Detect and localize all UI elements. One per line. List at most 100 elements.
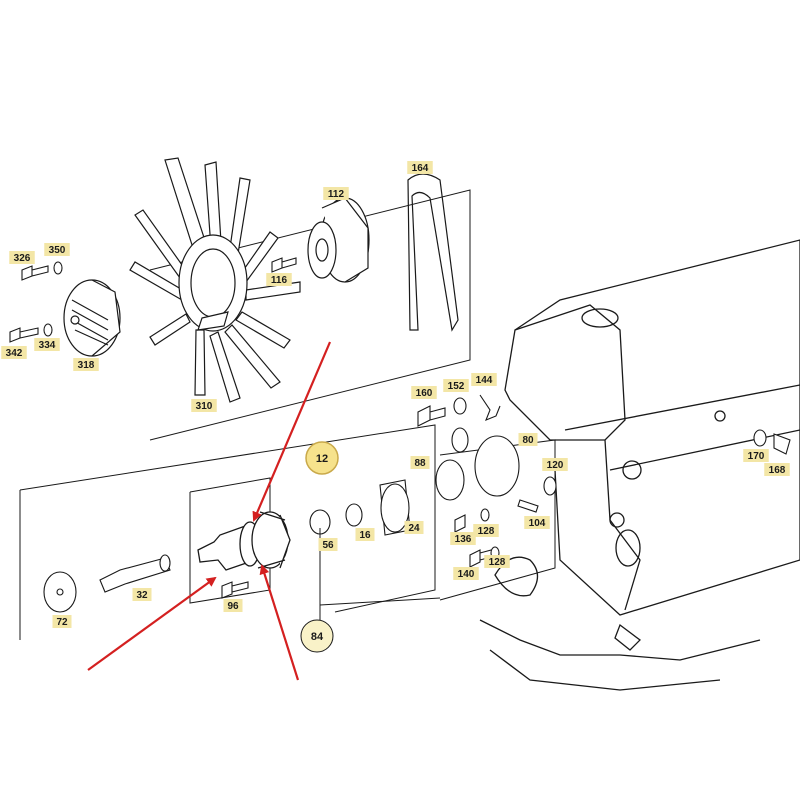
bolt-326 [21,265,49,281]
label-text: 342 [6,348,23,359]
engine-block [479,239,800,691]
bolt-342 [9,327,39,343]
label-box [764,463,790,476]
label-text: 136 [455,534,472,545]
pulley-112 [307,197,370,283]
label-text: 104 [529,518,546,529]
washer-152 [453,397,467,415]
part-label-120[interactable]: 120 [542,458,568,471]
label-text: 318 [78,360,95,371]
part-label-136[interactable]: 136 [450,532,476,545]
gasket-88 [435,459,465,501]
part-label-32[interactable]: 32 [132,588,152,601]
label-text: 334 [39,340,56,351]
v-belt-164 [407,173,459,332]
label-box [266,273,292,286]
label-box [411,386,437,399]
arrow-bottom [259,564,300,681]
fan-clutch-318 [63,279,121,357]
part-label-56[interactable]: 56 [318,538,338,551]
label-box [473,524,499,537]
part-label-88[interactable]: 88 [410,456,430,469]
label-box [410,456,430,469]
part-label-128[interactable]: 128 [473,524,499,537]
part-label-116[interactable]: 116 [266,273,292,286]
label-box [407,161,433,174]
part-label-160[interactable]: 160 [411,386,437,399]
oil-pan [479,619,761,661]
label-text: 128 [489,557,506,568]
label-text: 88 [414,458,426,469]
part-label-350[interactable]: 350 [44,243,70,256]
label-text: 80 [522,435,534,446]
part-label-168[interactable]: 168 [764,463,790,476]
water-pump-12 [197,511,291,571]
block-body [514,239,800,616]
label-text: 16 [359,530,371,541]
label-box [453,567,479,580]
label-box [450,532,476,545]
label-text: 326 [14,253,31,264]
part-label-144[interactable]: 144 [471,373,497,386]
part-label-164[interactable]: 164 [407,161,433,174]
callout-84-text: 84 [311,631,324,643]
part-label-16[interactable]: 16 [355,528,375,541]
label-box [518,433,538,446]
label-text: 160 [416,388,433,399]
bolt-116 [271,257,297,273]
label-text: 32 [136,590,148,601]
label-box [404,521,424,534]
ring-16 [345,503,363,527]
arrow-left [87,576,217,671]
oil-filler [581,308,619,328]
callout-12-text: 12 [316,453,328,465]
label-text: 164 [412,163,429,174]
pin-104 [517,499,539,513]
label-box [191,399,217,412]
part-label-318[interactable]: 318 [73,358,99,371]
label-text: 112 [328,189,345,200]
label-text: 168 [769,465,786,476]
label-text: 120 [547,460,564,471]
part-label-96[interactable]: 96 [223,599,243,612]
washer-128a [480,508,490,522]
label-box [542,458,568,471]
bolt-160 [417,405,446,427]
part-label-310[interactable]: 310 [191,399,217,412]
part-label-104[interactable]: 104 [524,516,550,529]
label-text: 72 [56,617,68,628]
part-label-140[interactable]: 140 [453,567,479,580]
part-label-72[interactable]: 72 [52,615,72,628]
part-label-152[interactable]: 152 [443,379,469,392]
bolt-96 [221,581,249,599]
label-box [1,346,27,359]
callout-12[interactable]: 12 [305,441,339,475]
label-text: 24 [408,523,420,534]
part-label-24[interactable]: 24 [404,521,424,534]
part-label-170[interactable]: 170 [743,449,769,462]
callout-84[interactable]: 84 [300,619,334,653]
label-box [52,615,72,628]
part-label-334[interactable]: 334 [34,338,60,351]
label-box [471,373,497,386]
part-label-326[interactable]: 326 [9,251,35,264]
label-box [355,528,375,541]
label-box [34,338,60,351]
label-text: 144 [476,375,493,386]
plug-168 [773,433,791,455]
label-box [484,555,510,568]
part-label-342[interactable]: 342 [1,346,27,359]
label-text: 170 [748,451,765,462]
shaft-32 [99,557,171,593]
fan-blades-310 [129,157,301,403]
part-label-128[interactable]: 128 [484,555,510,568]
red-arrows [87,341,332,681]
part-label-80[interactable]: 80 [518,433,538,446]
housing-80 [474,435,520,497]
label-box [323,187,349,200]
arrow-top [252,341,332,522]
gasket-120 [543,476,557,496]
part-label-112[interactable]: 112 [323,187,349,200]
